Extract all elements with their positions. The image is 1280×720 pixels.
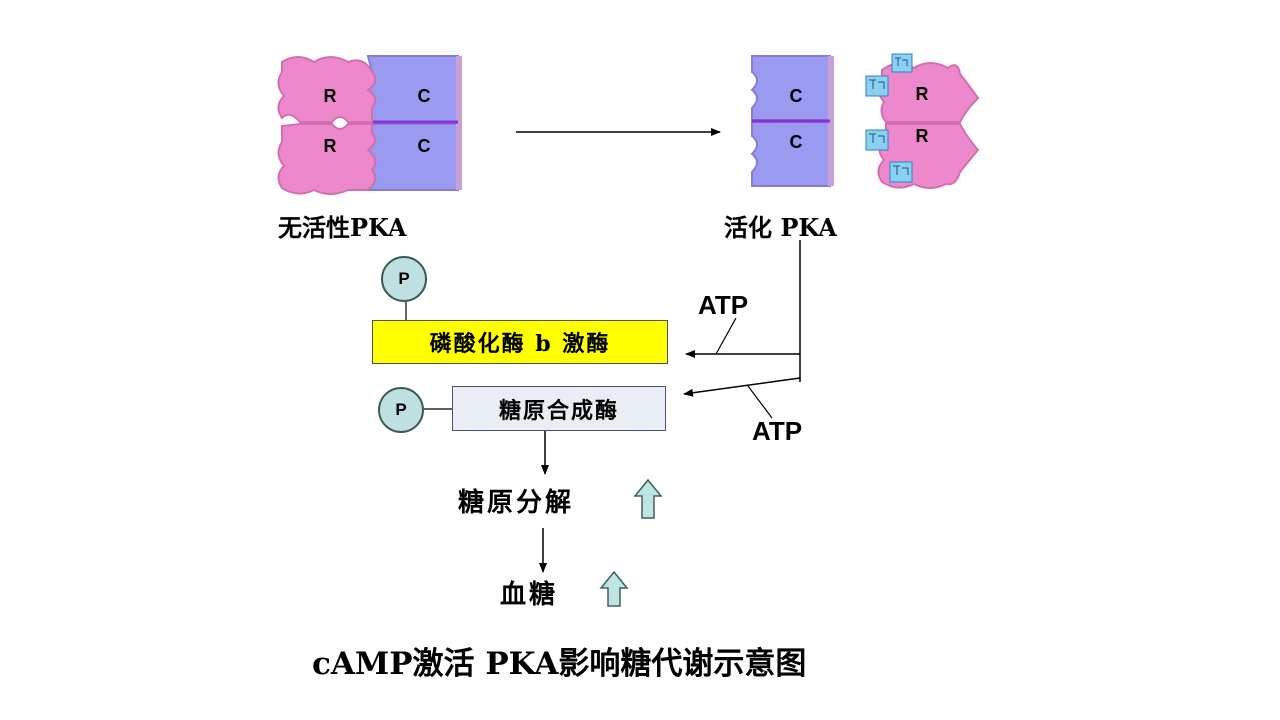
atp-bottom-pointer [747,385,773,419]
glycogen-synthase-box: 糖原合成酶 [452,386,666,431]
c-subunit-bottom-left [365,123,459,191]
diagram-caption: cAMP激活 PKA影响糖代谢示意图 [312,646,807,682]
glycogenolysis-label: 糖原分解 [458,488,575,518]
blood-sugar-label: 血糖 [500,580,559,610]
c-label-2: C [418,136,431,156]
r-label-2: R [324,136,337,156]
arrow-to-synthase [683,377,801,397]
atp-top-pointer [715,317,737,355]
active-pka-label: 活化 PKA [724,213,837,242]
r-subunit-top-left [277,56,377,123]
increase-arrow-icon [599,570,629,607]
active-c-label-1: C [790,86,803,106]
inactive-pka-complex: R R C C [277,55,462,195]
phosphorylase-b-kinase-label: 磷酸化酶 b 激酶 [429,331,611,357]
phosphate-badge-kinase: P [381,256,427,302]
camp-molecule-icon [891,53,913,73]
c-subunit-edge [456,56,462,190]
camp-molecule-icon [865,75,889,97]
phosphate-badge-synthase: P [378,387,424,433]
c-label-1: C [418,86,431,106]
active-r-label-1: R [916,84,929,104]
phosphorylase-b-kinase-box: 磷酸化酶 b 激酶 [372,320,668,364]
active-r-label-2: R [916,126,929,146]
camp-molecule-icon [865,129,889,151]
atp-label-top: ATP [698,290,749,320]
active-c-label-2: C [790,132,803,152]
increase-arrow-icon [633,478,663,519]
r-subunit-bottom-left [277,123,377,195]
inactive-pka-label: 无活性PKA [278,213,407,242]
atp-label-bottom: ATP [752,416,803,446]
glycogen-synthase-label: 糖原合成酶 [498,397,619,424]
camp-molecule-icon [889,161,913,183]
active-c-subunits: C C [750,55,834,187]
c-subunit-top-left [366,55,459,123]
r-label-1: R [324,86,337,106]
